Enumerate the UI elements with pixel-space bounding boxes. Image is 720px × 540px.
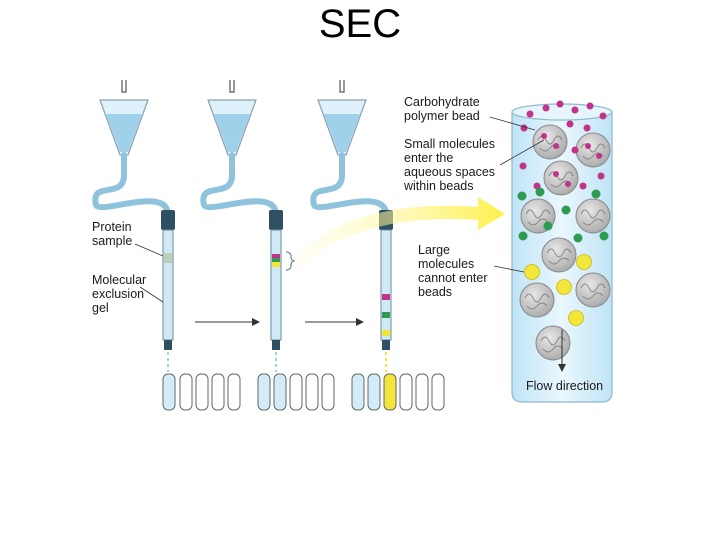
column-tube <box>380 229 392 341</box>
band-medium <box>382 312 390 318</box>
carbohydrate-bead-label: Carbohydrate polymer bead <box>404 95 483 123</box>
column-outlet <box>272 340 280 350</box>
magnified-column <box>511 100 613 403</box>
large-molecules <box>524 254 592 326</box>
large-molecules-label: Large molecules cannot enter beads <box>418 243 491 299</box>
small-molecules-label: Small molecules enter the aqueous spaces… <box>403 137 499 193</box>
collection-tubes-3 <box>351 373 445 411</box>
feed-tube <box>310 152 389 218</box>
slide-title: SEC <box>318 2 402 46</box>
protein-sample-band <box>164 253 172 263</box>
collection-tubes-2 <box>257 373 335 411</box>
medium-molecules <box>517 187 609 243</box>
column-setup-2 <box>200 80 296 372</box>
polymer-beads <box>519 124 611 361</box>
column-outlet <box>382 340 390 350</box>
solvent <box>214 114 250 152</box>
progression-arrow-2 <box>305 318 364 326</box>
band-small <box>272 254 280 258</box>
band-medium <box>272 258 280 262</box>
column-connector <box>269 210 283 230</box>
band-large <box>382 330 390 336</box>
band-small <box>382 294 390 300</box>
band-large <box>272 262 280 267</box>
feed-tube <box>200 152 279 218</box>
solvent <box>324 114 360 152</box>
column-setup-1 <box>92 80 175 372</box>
small-molecules <box>519 100 607 190</box>
column-tube <box>270 229 282 341</box>
molecular-exclusion-gel-label: Molecular exclusion gel <box>92 273 150 315</box>
protein-sample-label: Protein sample <box>92 220 135 248</box>
magnification-arrow <box>292 197 505 268</box>
column-tube <box>162 229 174 341</box>
solvent <box>106 114 142 152</box>
flow-direction-label: Flow direction <box>526 379 603 393</box>
collection-tubes-1 <box>162 373 241 411</box>
column-connector <box>161 210 175 230</box>
column-outlet <box>164 340 172 350</box>
progression-arrow-1 <box>195 318 260 326</box>
feed-tube <box>92 152 171 218</box>
